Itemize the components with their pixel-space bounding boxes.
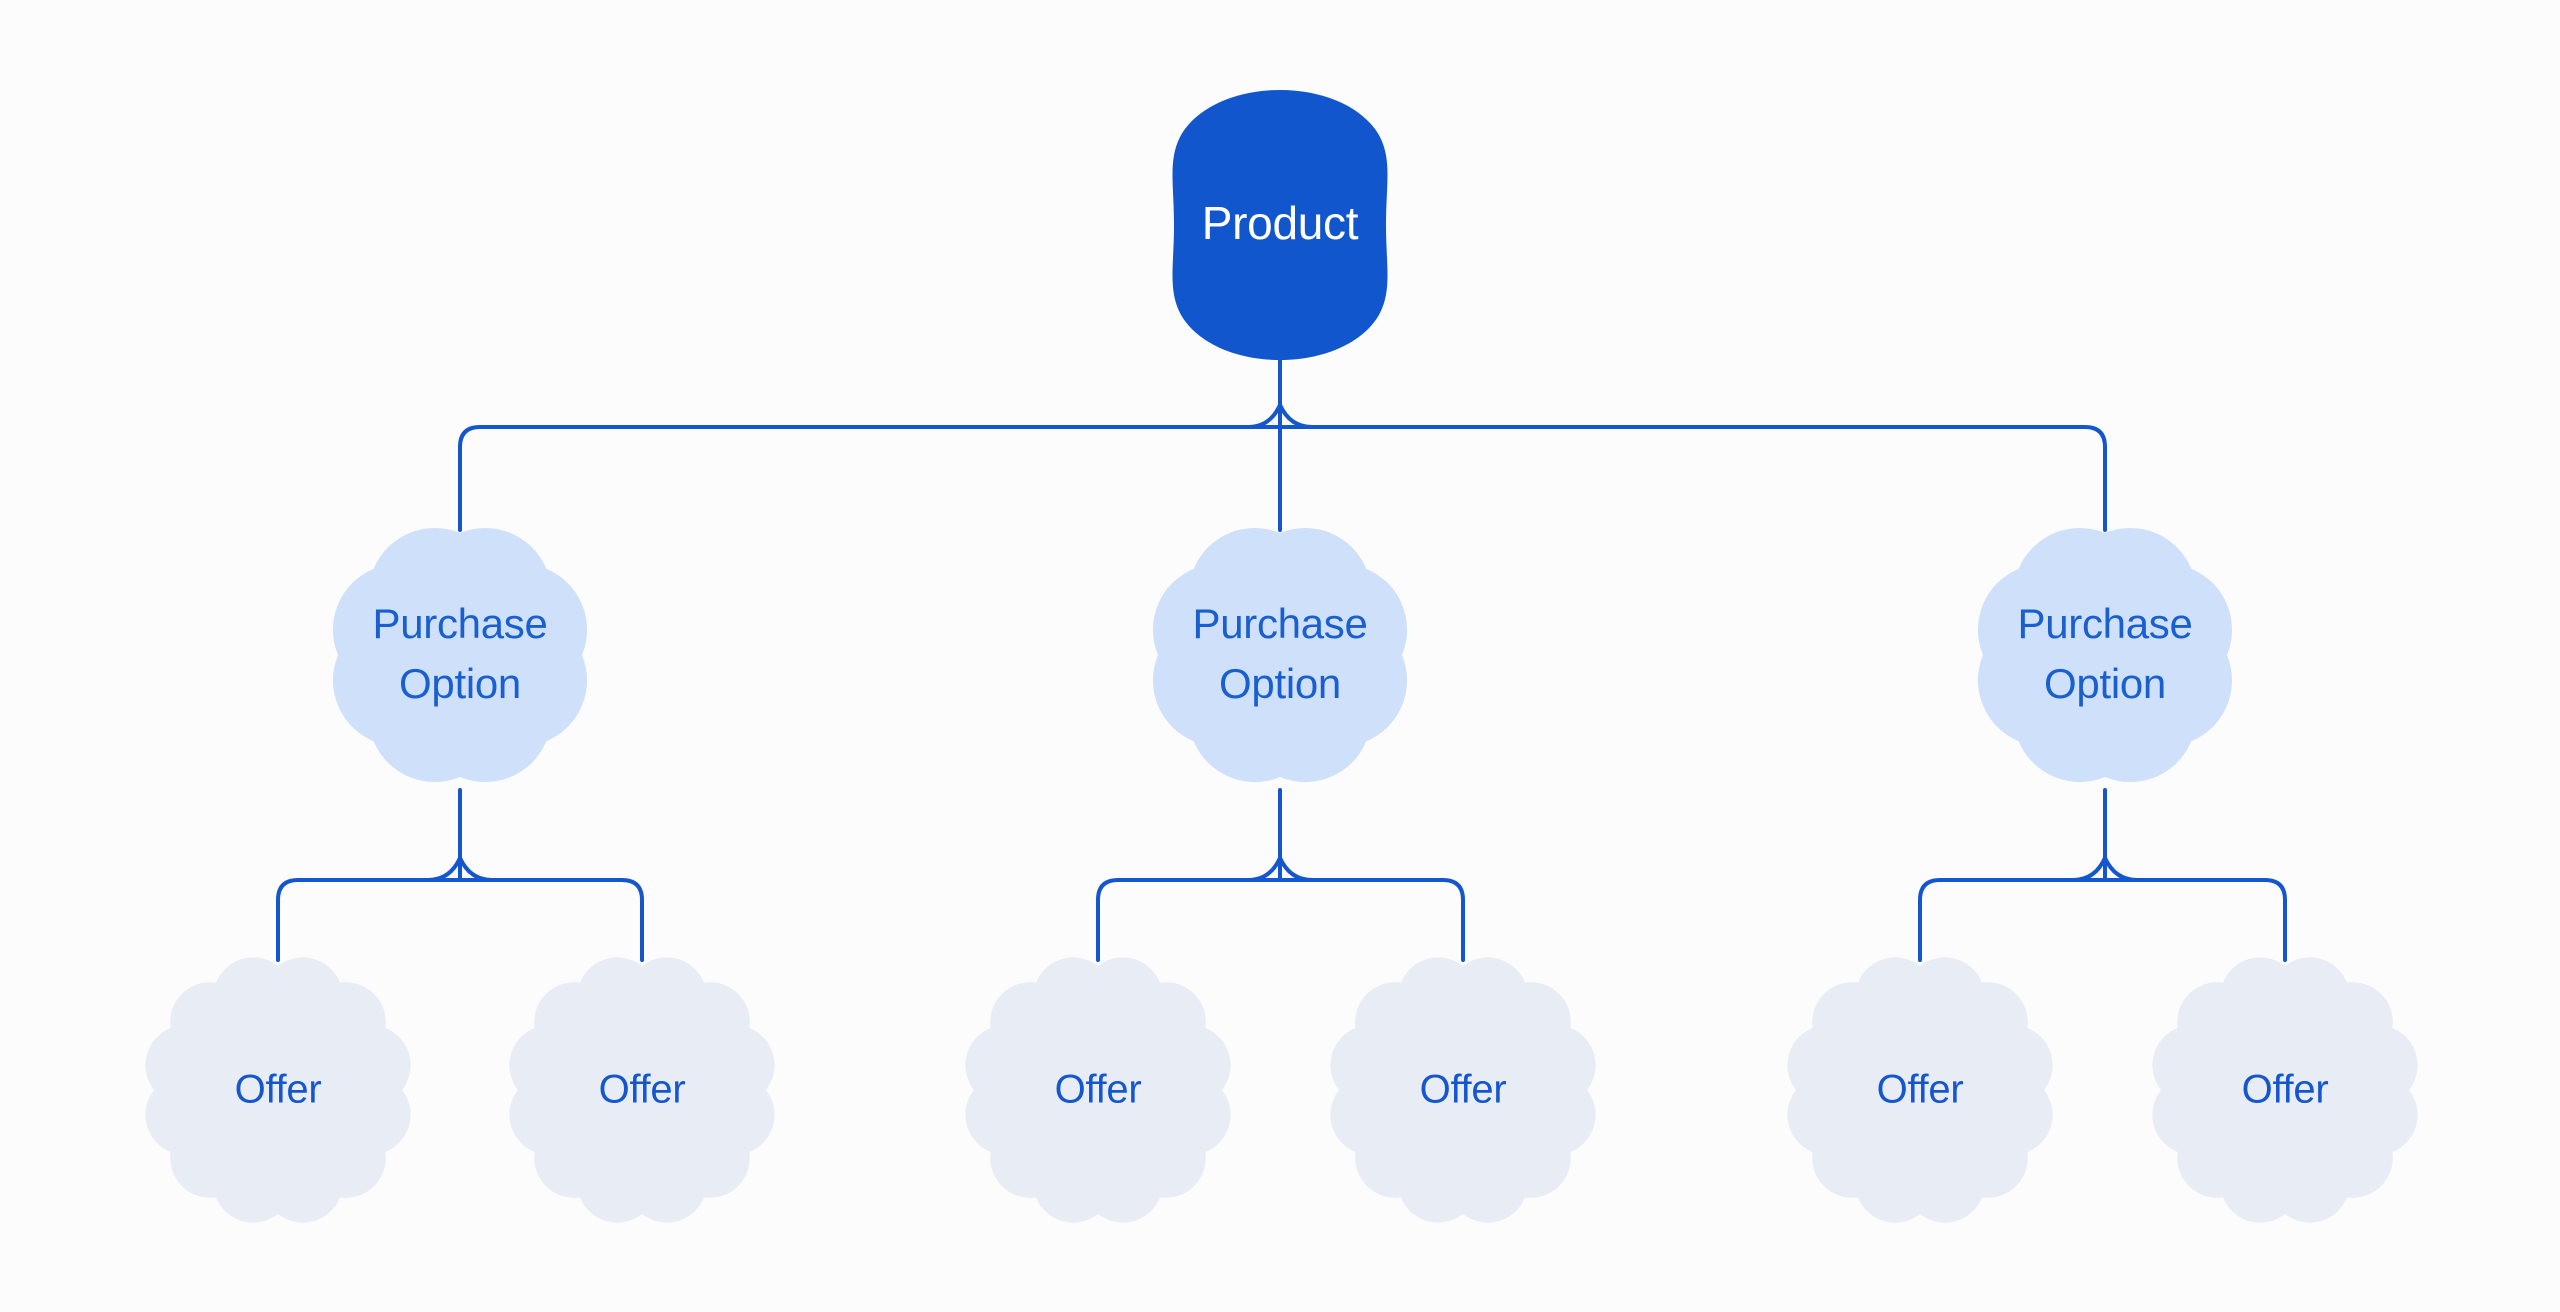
purchase-option-1-label-line1: Purchase — [372, 600, 547, 647]
node-purchase-option-1[interactable]: Purchase Option — [332, 527, 588, 783]
node-offer-3[interactable]: Offer — [965, 957, 1231, 1223]
offer-nodes-layer: Offer Offer Offer Offer Offer Offer — [145, 957, 2418, 1223]
offer-3-label: Offer — [1055, 1068, 1142, 1112]
node-offer-5[interactable]: Offer — [1787, 957, 2053, 1223]
scallop-12-lobe-shape — [145, 957, 411, 1223]
connector-option1-fillet-right — [458, 856, 494, 882]
node-product[interactable]: Product — [1172, 90, 1388, 360]
scallop-12-lobe-shape — [2152, 957, 2418, 1223]
node-shape — [965, 957, 1231, 1223]
offer-1-label: Offer — [235, 1068, 322, 1112]
node-shape — [1977, 527, 2233, 783]
flower-8-lobe-shape — [1152, 527, 1408, 783]
connector-option2-bus — [1096, 878, 1465, 962]
purchase-option-2-label-line2: Option — [1219, 660, 1341, 707]
connector-option2-fillet-left — [1246, 856, 1282, 882]
node-purchase-option-3[interactable]: Purchase Option — [1977, 527, 2233, 783]
node-offer-6[interactable]: Offer — [2152, 957, 2418, 1223]
connector-junction-fillet-left — [1246, 403, 1282, 429]
scallop-12-lobe-shape — [1787, 957, 2053, 1223]
node-shape — [509, 957, 775, 1223]
scallop-12-lobe-shape — [965, 957, 1231, 1223]
connector-option3-bus — [1918, 878, 2287, 962]
connector-option3-fillet-right — [2103, 856, 2139, 882]
node-shape — [1330, 957, 1596, 1223]
purchase-option-3-label-line2: Option — [2044, 660, 2166, 707]
connector-option1-fillet-left — [426, 856, 462, 882]
node-offer-2[interactable]: Offer — [509, 957, 775, 1223]
connector-option1-bus — [276, 878, 644, 962]
scallop-12-lobe-shape — [1330, 957, 1596, 1223]
offer-5-label: Offer — [1877, 1068, 1964, 1112]
offer-2-label: Offer — [599, 1068, 686, 1112]
connector-junction-fillet-right — [1278, 403, 1314, 429]
connector-layer — [276, 358, 2287, 962]
purchase-option-1-label-line2: Option — [399, 660, 521, 707]
node-shape — [1152, 527, 1408, 783]
node-shape — [332, 527, 588, 783]
node-offer-1[interactable]: Offer — [145, 957, 411, 1223]
purchase-option-3-label-line1: Purchase — [2017, 600, 2192, 647]
flower-8-lobe-shape — [332, 527, 588, 783]
connector-option2-fillet-right — [1278, 856, 1314, 882]
flower-8-lobe-shape — [1977, 527, 2233, 783]
connector-level2-bus — [458, 425, 2107, 532]
node-offer-4[interactable]: Offer — [1330, 957, 1596, 1223]
product-label: Product — [1202, 197, 1359, 249]
offer-4-label: Offer — [1420, 1068, 1507, 1112]
node-purchase-option-2[interactable]: Purchase Option — [1152, 527, 1408, 783]
node-shape — [1787, 957, 2053, 1223]
offer-6-label: Offer — [2242, 1068, 2329, 1112]
node-shape — [145, 957, 411, 1223]
purchase-option-2-label-line1: Purchase — [1192, 600, 1367, 647]
purchase-option-nodes-layer: Purchase Option Purchase Option Purchase… — [332, 527, 2233, 783]
connector-option3-fillet-left — [2071, 856, 2107, 882]
node-shape — [2152, 957, 2418, 1223]
scallop-12-lobe-shape — [509, 957, 775, 1223]
